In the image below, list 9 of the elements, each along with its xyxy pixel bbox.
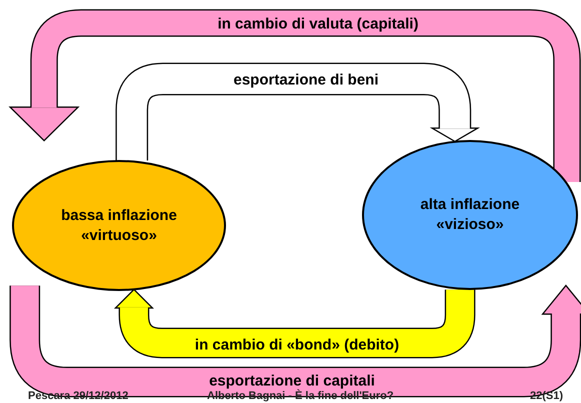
edge-label: in cambio di valuta (capitali): [216, 16, 420, 32]
band-arrow: [12, 10, 580, 182]
band-arrow: [116, 290, 474, 357]
node-label: alta inflazione «vizioso»: [419, 195, 521, 235]
node-label: bassa inflazione «virtuoso»: [60, 206, 178, 246]
footer-text: 22(S1): [530, 390, 564, 402]
edge-label: in cambio di «bond» (debito): [192, 336, 402, 354]
edge-label: esportazione di capitali: [207, 372, 377, 390]
band-arrow: [10, 286, 581, 396]
